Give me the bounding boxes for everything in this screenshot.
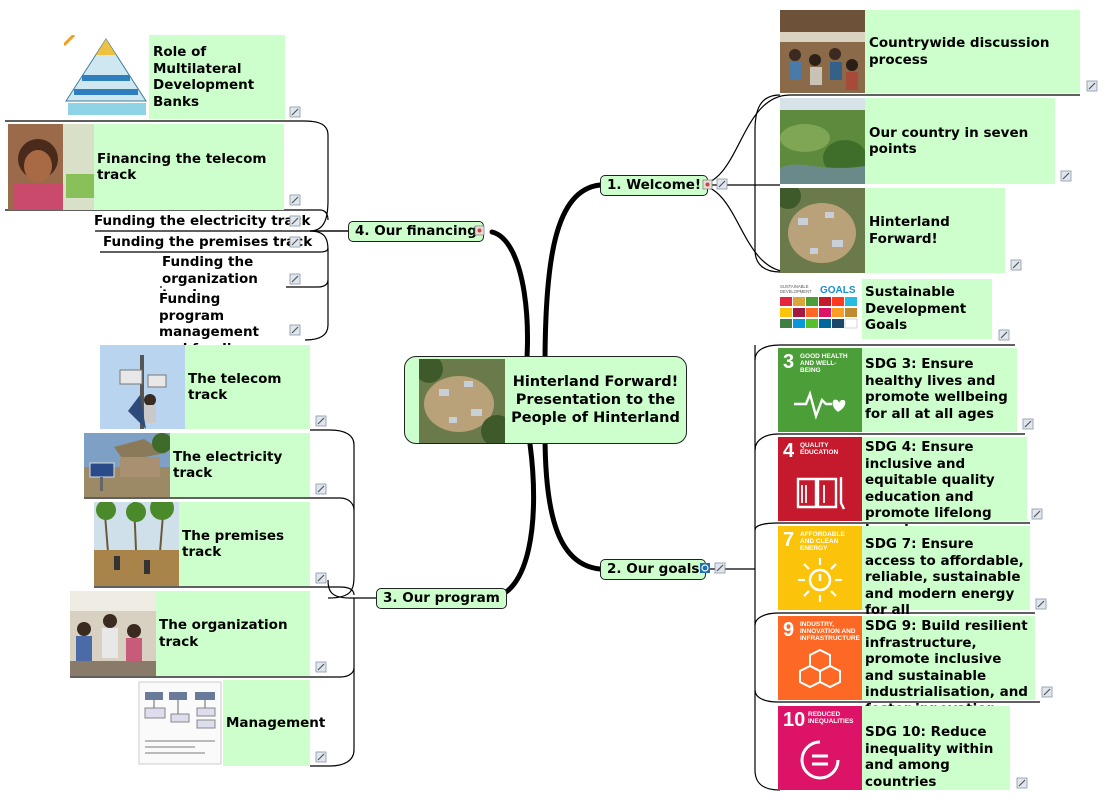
village-aerial-image bbox=[419, 359, 505, 443]
program-item-telecom[interactable]: The telecom track bbox=[185, 345, 310, 429]
svg-text:SUSTAINABLE: SUSTAINABLE bbox=[780, 284, 809, 289]
central-topic-title: Hinterland Forward! Presentation to the … bbox=[511, 374, 680, 426]
goals-sdg7[interactable]: SDG 7: Ensure access to affordable, reli… bbox=[862, 526, 1030, 618]
financing-item-electricity[interactable]: Funding the electricity track bbox=[94, 213, 311, 230]
welcome-item-seven-points[interactable]: Our country in seven points bbox=[865, 98, 1055, 184]
program-item-organization[interactable]: The organization track bbox=[156, 591, 310, 676]
note-icon[interactable] bbox=[315, 415, 327, 427]
goals-sdg-header[interactable]: Sustainable Development Goals bbox=[862, 279, 992, 339]
branch-welcome[interactable]: 1. Welcome! bbox=[600, 175, 709, 196]
program-item-electricity[interactable]: The electricity track bbox=[170, 433, 310, 497]
note-icon[interactable] bbox=[1035, 598, 1047, 610]
note-icon[interactable] bbox=[289, 194, 301, 206]
note-icon[interactable] bbox=[1010, 259, 1022, 271]
note-icon[interactable] bbox=[714, 562, 726, 574]
attachment-icon[interactable] bbox=[474, 224, 486, 236]
sdg9-tile: 9 INDUSTRY, INNOVATION AND INFRASTRUCTUR… bbox=[778, 616, 862, 700]
branch-financing[interactable]: 4. Our financing bbox=[348, 221, 484, 242]
note-icon[interactable] bbox=[1031, 508, 1043, 520]
note-icon[interactable] bbox=[1060, 170, 1072, 182]
svg-text:GOALS: GOALS bbox=[820, 285, 856, 296]
note-icon[interactable] bbox=[1041, 686, 1053, 698]
program-item-premises[interactable]: The premises track bbox=[179, 502, 310, 586]
sdg10-tile: 10 REDUCED INEQUALITIES bbox=[778, 706, 862, 790]
branch-goals[interactable]: 2. Our goals bbox=[600, 559, 707, 580]
branch-program[interactable]: 3. Our program bbox=[376, 588, 507, 609]
goals-sdg3[interactable]: SDG 3: Ensure healthy lives and promote … bbox=[862, 348, 1017, 432]
sdg7-tile: 7 AFFORDABLE AND CLEAN ENERGY bbox=[778, 526, 862, 610]
welcome-item-hinterland-forward[interactable]: Hinterland Forward! bbox=[865, 188, 1005, 273]
note-icon[interactable] bbox=[315, 661, 327, 673]
sdg4-tile: 4 QUALITY EDUCATION bbox=[778, 437, 862, 521]
classroom-image bbox=[70, 591, 156, 676]
note-icon[interactable] bbox=[289, 324, 301, 336]
note-icon[interactable] bbox=[716, 178, 728, 190]
note-icon[interactable] bbox=[315, 483, 327, 495]
equality-icon bbox=[800, 740, 840, 780]
telecom-tower-image bbox=[100, 345, 185, 429]
note-icon[interactable] bbox=[289, 273, 301, 285]
solar-hut-image bbox=[84, 433, 170, 497]
goals-sdg4[interactable]: SDG 4: Ensure inclusive and equitable qu… bbox=[862, 437, 1027, 554]
construction-site-image bbox=[94, 502, 179, 586]
goals-sdg10[interactable]: SDG 10: Reduce inequality within and amo… bbox=[862, 706, 1010, 790]
note-icon[interactable] bbox=[289, 236, 301, 248]
sdg-wheel-icon[interactable] bbox=[699, 562, 711, 574]
book-icon bbox=[796, 477, 846, 510]
central-topic[interactable]: Hinterland Forward! Presentation to the … bbox=[404, 356, 687, 444]
management-diagram-image bbox=[137, 680, 223, 766]
note-icon[interactable] bbox=[1086, 80, 1098, 92]
note-icon[interactable] bbox=[315, 572, 327, 584]
attachment-icon[interactable] bbox=[702, 178, 714, 190]
note-icon[interactable] bbox=[998, 329, 1010, 341]
note-icon[interactable] bbox=[1016, 777, 1028, 789]
welcome-item-discussion[interactable]: Countrywide discussion process bbox=[865, 10, 1080, 93]
note-icon[interactable] bbox=[1022, 418, 1034, 430]
sun-power-icon bbox=[798, 558, 842, 602]
financing-item-telecom[interactable]: Financing the telecom track bbox=[94, 124, 284, 210]
hinterland-village-image bbox=[780, 188, 865, 273]
discussion-meeting-image bbox=[780, 10, 865, 93]
note-icon[interactable] bbox=[289, 106, 301, 118]
girl-at-computer-image bbox=[8, 124, 94, 210]
program-item-management[interactable]: Management bbox=[223, 680, 325, 766]
goals-sdg9[interactable]: SDG 9: Build resilient infrastructure, p… bbox=[862, 616, 1035, 717]
sdg3-tile: 3 GOOD HEALTH AND WELL-BEING bbox=[778, 348, 862, 432]
note-icon[interactable] bbox=[315, 751, 327, 763]
heartbeat-icon bbox=[794, 390, 846, 420]
svg-text:DEVELOPMENT: DEVELOPMENT bbox=[780, 289, 812, 294]
financing-item-mdb[interactable]: Role of Multilateral Development Banks bbox=[149, 35, 285, 119]
note-icon[interactable] bbox=[289, 215, 301, 227]
financing-item-premises[interactable]: Funding the premises track bbox=[103, 234, 313, 251]
country-landscape-image bbox=[780, 98, 865, 184]
sdg-logo-image: SUSTAINABLE DEVELOPMENT GOALS bbox=[778, 280, 862, 338]
cubes-icon bbox=[799, 648, 841, 689]
mdb-pyramid-image bbox=[64, 35, 149, 119]
